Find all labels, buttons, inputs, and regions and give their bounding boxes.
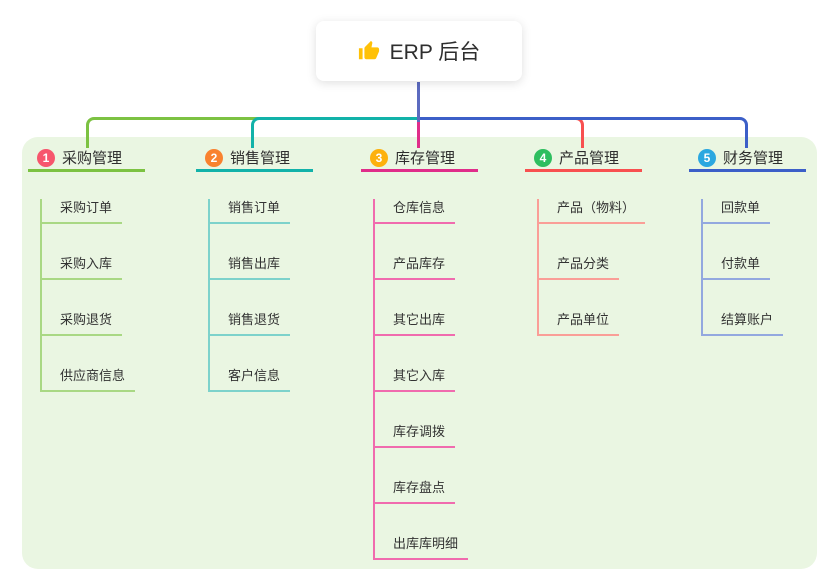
branch-number-badge: 3 xyxy=(370,148,388,167)
branch-number-badge: 2 xyxy=(205,148,223,167)
branch-product-items: 产品（物料） 产品分类 产品单位 xyxy=(537,199,646,336)
branch-title-label: 库存管理 xyxy=(395,150,456,167)
branch-sales-title[interactable]: 2 销售管理 xyxy=(196,146,313,172)
branch-finance-items: 回款单 付款单 结算账户 xyxy=(701,199,806,336)
mindmap-node[interactable]: 销售订单 xyxy=(210,199,291,224)
thumbs-up-icon xyxy=(358,40,379,60)
branch-title-label: 销售管理 xyxy=(230,150,291,167)
mindmap-node[interactable]: 客户信息 xyxy=(210,367,291,392)
mindmap-node[interactable]: 库存盘点 xyxy=(375,479,456,504)
root-node[interactable]: ERP 后台 xyxy=(316,21,522,81)
branch-product-title[interactable]: 4 产品管理 xyxy=(525,146,642,172)
mindmap-node[interactable]: 产品分类 xyxy=(539,255,620,280)
mindmap-node[interactable]: 供应商信息 xyxy=(42,367,136,392)
branch-number-badge: 1 xyxy=(37,148,55,167)
connector-branch-3 xyxy=(417,117,420,148)
mindmap-node[interactable]: 销售出库 xyxy=(210,255,291,280)
branches-background-panel xyxy=(22,137,817,569)
mindmap-node[interactable]: 产品（物料） xyxy=(539,199,646,224)
mindmap-node[interactable]: 其它入库 xyxy=(375,367,456,392)
root-node-label: ERP 后台 xyxy=(389,41,481,64)
branch-purchase-title[interactable]: 1 采购管理 xyxy=(28,146,145,172)
mindmap-node[interactable]: 采购订单 xyxy=(42,199,123,224)
branch-inventory: 3 库存管理 仓库信息 产品库存 其它出库 其它入库 库存调拨 库存盘点 出库库… xyxy=(361,146,478,560)
branch-purchase: 1 采购管理 采购订单 采购入库 采购退货 供应商信息 xyxy=(28,146,145,392)
connector-branch-2 xyxy=(251,117,419,148)
mindmap-node[interactable]: 产品单位 xyxy=(539,311,620,336)
branch-title-label: 财务管理 xyxy=(723,150,784,167)
branch-sales-items: 销售订单 销售出库 销售退货 客户信息 xyxy=(208,199,313,392)
mindmap-node[interactable]: 付款单 xyxy=(703,255,771,280)
mindmap-node[interactable]: 结算账户 xyxy=(703,311,784,336)
branch-title-label: 采购管理 xyxy=(62,150,123,167)
mindmap-node[interactable]: 回款单 xyxy=(703,199,771,224)
branch-inventory-items: 仓库信息 产品库存 其它出库 其它入库 库存调拨 库存盘点 出库库明细 xyxy=(373,199,478,560)
branch-finance: 5 财务管理 回款单 付款单 结算账户 xyxy=(689,146,806,336)
branch-number-badge: 4 xyxy=(534,148,552,167)
root-stem-connector xyxy=(417,82,420,122)
mindmap-node[interactable]: 其它出库 xyxy=(375,311,456,336)
branch-number-badge: 5 xyxy=(698,148,716,167)
mindmap-node[interactable]: 产品库存 xyxy=(375,255,456,280)
branch-finance-title[interactable]: 5 财务管理 xyxy=(689,146,806,172)
mindmap-node[interactable]: 仓库信息 xyxy=(375,199,456,224)
mindmap-node[interactable]: 采购入库 xyxy=(42,255,123,280)
branch-sales: 2 销售管理 销售订单 销售出库 销售退货 客户信息 xyxy=(196,146,313,392)
mindmap-node[interactable]: 库存调拨 xyxy=(375,423,456,448)
branch-inventory-title[interactable]: 3 库存管理 xyxy=(361,146,478,172)
mindmap-node[interactable]: 销售退货 xyxy=(210,311,291,336)
mindmap-node[interactable]: 出库库明细 xyxy=(375,535,469,560)
mindmap-node[interactable]: 采购退货 xyxy=(42,311,123,336)
branch-purchase-items: 采购订单 采购入库 采购退货 供应商信息 xyxy=(40,199,145,392)
branch-title-label: 产品管理 xyxy=(559,150,620,167)
branch-product: 4 产品管理 产品（物料） 产品分类 产品单位 xyxy=(525,146,646,336)
connector-branch-5 xyxy=(417,117,748,148)
